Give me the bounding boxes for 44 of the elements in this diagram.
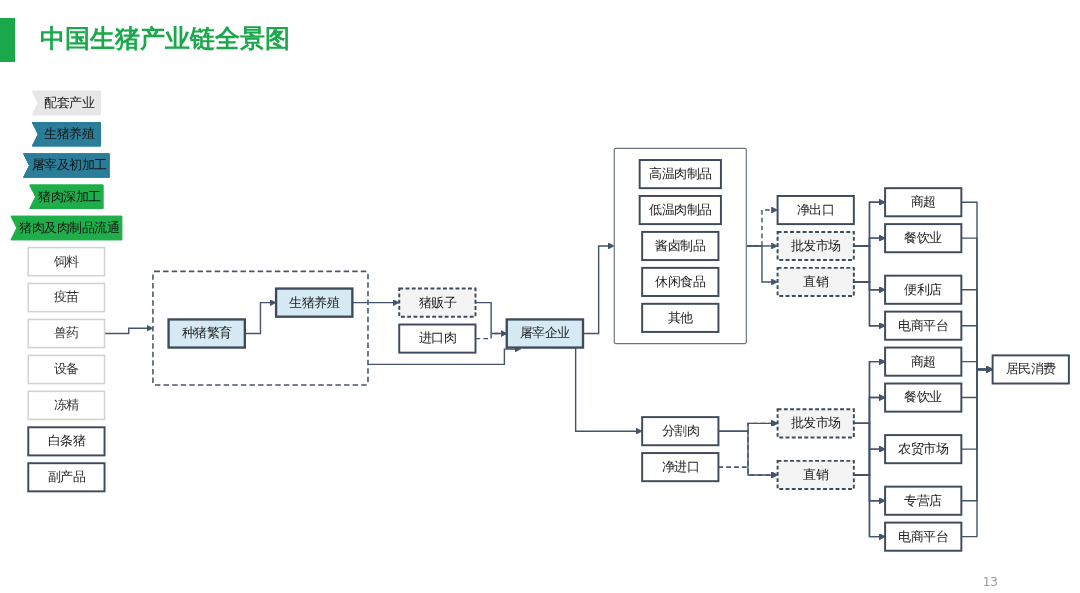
cluster (152, 270, 369, 386)
node-box: 酱卤制品 (641, 230, 720, 262)
node-box: 餐饮业 (884, 382, 963, 413)
node-box: 副产品 (27, 462, 106, 493)
node-box: 直销 (776, 459, 855, 490)
node-box: 冻精 (27, 390, 106, 421)
node-box: 批发市场 (776, 230, 855, 262)
title: 中国生猪产业链全景图 (40, 23, 290, 55)
node-box: 设备 (27, 354, 106, 385)
node-box: 便利店 (884, 274, 963, 305)
node-box: 低温肉制品 (638, 195, 722, 226)
node-box: 高温肉制品 (638, 159, 722, 190)
node-box: 农贸市场 (884, 434, 963, 465)
arrow (853, 422, 886, 541)
cluster (613, 147, 747, 345)
node-box: 饲料 (27, 246, 106, 277)
node-box: 其他 (641, 302, 720, 333)
node-box: 电商平台 (884, 521, 963, 552)
node-box: 白条猪 (27, 426, 106, 457)
node-box: 批发市场 (776, 408, 855, 439)
arrow (853, 474, 886, 541)
node-box: 餐饮业 (884, 223, 963, 254)
node-box: 直销 (776, 266, 855, 297)
arrow (244, 299, 277, 335)
node-box: 屠宰企业 (505, 318, 585, 349)
node-box: 电商平台 (884, 310, 963, 341)
node-box: 商超 (884, 346, 963, 377)
arrow (853, 281, 886, 330)
node-box: 种猪繁育 (167, 318, 246, 349)
node-box: 净出口 (776, 195, 855, 226)
node-box: 休闲食品 (641, 266, 720, 297)
node-box: 疫苗 (27, 282, 106, 313)
node-box: 生猪养殖 (274, 287, 354, 318)
node-box: 净进口 (641, 452, 720, 483)
node-box: 兽药 (27, 318, 106, 349)
node-box: 分割肉 (641, 416, 720, 447)
node-box: 进口肉 (398, 323, 477, 354)
node-box: 猪贩子 (398, 287, 477, 318)
arrow (853, 245, 886, 330)
node-box: 专营店 (884, 485, 963, 516)
arrow (367, 345, 522, 366)
page-number: 13 (982, 575, 998, 589)
node-box: 商超 (884, 187, 963, 218)
node-box: 居民消费 (991, 354, 1070, 385)
